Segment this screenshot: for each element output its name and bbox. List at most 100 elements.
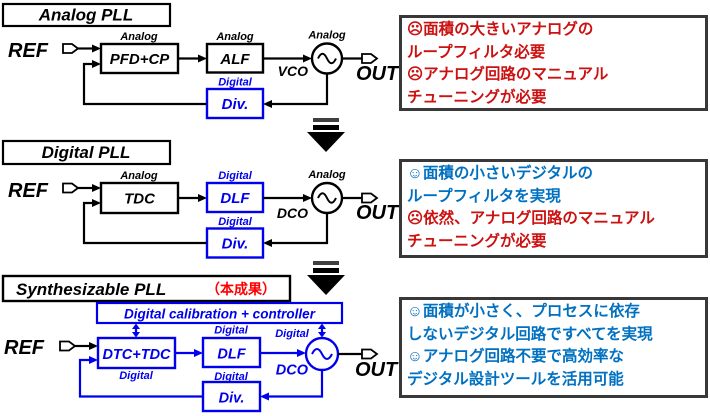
note-line: ☺アナログ回路不要で高効率な — [407, 348, 625, 365]
pfd-cp-block — [99, 42, 180, 75]
arrowhead-icon — [198, 54, 207, 63]
feedback-wire — [82, 201, 207, 245]
analog-pll-title-box — [1, 2, 172, 28]
arrowhead-icon — [194, 349, 203, 357]
arrowhead-icon — [92, 60, 101, 68]
tech-label: Digital — [214, 371, 249, 383]
arrow-bar-icon — [313, 268, 339, 273]
feedback-wire — [272, 213, 329, 245]
note-line: ループフィルタ必要 — [407, 43, 546, 61]
arrowhead-icon — [132, 332, 140, 338]
analog-pll-diagram: Analog PLL REF Analog PFD+CP Analog ALF … — [1, 2, 400, 120]
tech-label: Analog — [119, 170, 158, 182]
analog-pll-title: Analog PLL — [38, 6, 133, 25]
tech-label: Analog — [215, 31, 254, 43]
note-line: ループフィルタを実現 — [407, 187, 561, 205]
arrowhead-icon — [92, 184, 101, 192]
digital-pll-title-box — [1, 139, 172, 166]
arrow-bar-icon — [313, 261, 339, 265]
feedback-wire — [272, 73, 329, 106]
tech-label: Digital — [218, 170, 253, 182]
alf-block — [205, 42, 265, 74]
divider-label: Div. — [222, 236, 249, 253]
transition-arrow-1 — [307, 118, 345, 152]
arrowhead-icon — [263, 100, 272, 108]
note-line: デジタル設計ツールを活用可能 — [407, 370, 624, 388]
arrowhead-icon — [92, 44, 101, 53]
tech-label: Analog — [119, 31, 158, 43]
note-line: ☹面積の大きいアナログの — [407, 21, 594, 38]
arrowhead-icon — [92, 199, 101, 207]
down-arrow-icon — [307, 132, 345, 152]
arrowhead-icon — [297, 349, 306, 357]
dco-label: DCO — [277, 205, 308, 221]
output-port-icon — [361, 192, 379, 204]
synthesizable-pll-diagram: Synthesizable PLL （本成果） Digital calibrat… — [1, 274, 399, 413]
note-line: ☹依然、アナログ回路のマニュアル — [407, 210, 655, 227]
note-digital-pll: ☺面積の小さいデジタルの ループフィルタを実現 ☹依然、アナログ回路のマニュアル… — [399, 159, 708, 258]
arrowhead-icon — [260, 392, 269, 401]
arrowhead-icon — [303, 194, 312, 202]
ref-label: REF — [8, 40, 49, 62]
output-port-icon — [361, 53, 379, 64]
calibration-label: Digital calibration + controller — [124, 307, 316, 322]
arrowhead-icon — [318, 332, 326, 338]
out-label: OUT — [355, 359, 399, 381]
input-port-icon — [62, 182, 80, 194]
synth-pll-title-box — [1, 274, 292, 303]
divider-label: Div. — [222, 96, 249, 113]
output-port-icon — [361, 348, 379, 360]
note-synthesizable-pll: ☺面積が小さく、プロセスに依存 しないデジタル回路ですべてを実現 ☺アナログ回路… — [399, 297, 708, 398]
tech-label: Digital — [214, 325, 249, 337]
divider-block — [205, 227, 265, 259]
digital-pll-diagram: Digital PLL REF Analog TDC Digital DLF A… — [1, 139, 400, 259]
dco-label: DCO — [276, 363, 309, 379]
tech-label: Digital — [119, 370, 154, 382]
dlf-label: DLF — [217, 347, 246, 363]
out-label: OUT — [356, 63, 400, 85]
arrowhead-icon — [263, 239, 272, 247]
out-label: OUT — [356, 202, 400, 224]
arrow-bar-icon — [313, 125, 339, 130]
arrowhead-icon — [318, 323, 326, 329]
feedback-wire — [269, 370, 324, 398]
dlf-block — [201, 336, 262, 369]
divider-block — [205, 87, 265, 120]
arrowhead-icon — [89, 356, 98, 364]
digital-pll-title: Digital PLL — [42, 143, 131, 162]
arrow-bar-icon — [313, 118, 339, 122]
transition-arrow-2 — [307, 261, 345, 295]
calibration-block — [95, 301, 344, 325]
tech-label: Analog — [307, 30, 346, 42]
pfd-cp-label: PFD+CP — [110, 51, 171, 68]
arrowhead-icon — [198, 194, 207, 202]
note-line: ☺面積の小さいデジタルの — [407, 165, 594, 182]
note-line: しないデジタル回路ですべてを実現 — [407, 325, 653, 343]
arrowhead-icon — [89, 342, 98, 350]
divider-label: Div. — [219, 391, 245, 407]
sine-icon — [317, 192, 337, 204]
feedback-wire — [78, 358, 203, 398]
feedback-wire — [82, 62, 207, 106]
tdc-label: TDC — [124, 191, 156, 208]
tech-label: Digital — [275, 328, 310, 340]
divider-block — [201, 380, 262, 413]
input-port-icon — [62, 43, 80, 54]
ref-label: REF — [8, 180, 49, 202]
dlf-label: DLF — [220, 190, 250, 207]
achievement-badge: （本成果） — [206, 281, 276, 297]
sine-icon — [311, 348, 333, 360]
ref-label: REF — [4, 337, 45, 359]
sine-icon — [317, 52, 337, 65]
arrowhead-icon — [303, 54, 312, 63]
input-port-icon — [59, 340, 77, 352]
dtc-tdc-block — [96, 336, 177, 370]
down-arrow-icon — [307, 275, 345, 295]
tech-label: Analog — [307, 169, 346, 181]
note-line: チューニングが必要 — [407, 232, 547, 250]
arrowhead-icon — [132, 323, 140, 329]
tech-label: Digital — [218, 77, 253, 89]
tech-label: Digital — [218, 216, 253, 228]
vco-label: VCO — [278, 63, 308, 79]
alf-label: ALF — [219, 51, 250, 68]
